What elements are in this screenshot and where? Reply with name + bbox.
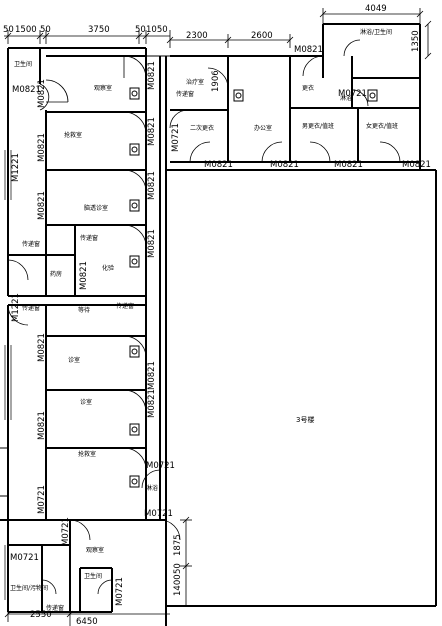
door-code: 1906 bbox=[211, 70, 221, 92]
door-code: M0821 bbox=[147, 171, 157, 200]
room-observation-2: 观察室 bbox=[86, 546, 104, 554]
dim-side-50: 50 bbox=[173, 563, 183, 574]
door-code: M0721 bbox=[10, 553, 39, 563]
room-treatment: 治疗室 bbox=[186, 78, 204, 86]
right-wing-walls bbox=[166, 23, 437, 607]
room-building-3: 3号楼 bbox=[296, 415, 314, 424]
room-female-change: 女更衣/值班 bbox=[366, 122, 398, 130]
room-office: 办公室 bbox=[254, 124, 272, 132]
door-code: M0821 bbox=[270, 160, 299, 170]
room-second-change: 二次更衣 bbox=[190, 124, 214, 132]
room-labels: 卫生间 观察室 抢救室 脑透诊室 传递窗 传递窗 药房 化验 传递窗 等待 传递… bbox=[10, 28, 398, 612]
room-pass-window-2: 传递窗 bbox=[80, 234, 98, 242]
door-code: M0821 bbox=[37, 333, 47, 362]
door-code: M0821 bbox=[147, 361, 157, 390]
door-code: M0821 bbox=[294, 45, 323, 55]
room-shower-wc: 淋浴/卫生间 bbox=[360, 28, 392, 36]
door-codes: M0821 M0821 M0821 M0821 M0821 M0821 M082… bbox=[10, 45, 431, 606]
room-consult-2: 诊室 bbox=[80, 398, 92, 406]
dim-top-2600: 2600 bbox=[251, 31, 273, 41]
room-pharmacy: 药房 bbox=[50, 270, 62, 278]
door-code: M0821 bbox=[12, 85, 41, 95]
door-code: M0821 bbox=[147, 61, 157, 90]
room-wc-dirty: 卫生间/污物间 bbox=[10, 584, 48, 592]
door-code: M0821 bbox=[37, 411, 47, 440]
dim-top-50a: 50 bbox=[3, 25, 14, 35]
dim-top-1500: 1500 bbox=[15, 25, 37, 35]
door-code: M0721 bbox=[61, 517, 71, 546]
door-code: M0821 bbox=[334, 160, 363, 170]
door-code: M0821 bbox=[147, 389, 157, 418]
dim-side-1875: 1875 bbox=[173, 534, 183, 556]
door-code: M0721 bbox=[37, 485, 47, 514]
room-rescue-1: 抢救室 bbox=[64, 131, 82, 139]
dim-top-50c: 50 bbox=[135, 25, 146, 35]
sink-fixtures bbox=[129, 87, 378, 488]
dim-top-4049: 4049 bbox=[365, 4, 387, 14]
room-pass-window-6: 传递窗 bbox=[176, 90, 194, 98]
door-code: M0721 bbox=[338, 89, 367, 99]
room-wc-2: 卫生间 bbox=[84, 572, 102, 580]
room-neuro: 脑透诊室 bbox=[84, 204, 108, 212]
door-code: M0821 bbox=[79, 261, 89, 290]
dim-bottom-6450: 6450 bbox=[76, 617, 98, 626]
door-code: M0821 bbox=[147, 117, 157, 146]
door-code: M0821 bbox=[402, 160, 431, 170]
door-code: M0721 bbox=[146, 461, 175, 471]
left-windows bbox=[4, 150, 12, 600]
bottom-dimensions: 2550 6450 bbox=[4, 608, 170, 626]
room-waiting: 等待 bbox=[78, 306, 90, 314]
room-change: 更衣 bbox=[302, 84, 314, 92]
room-pass-window-5: 传递窗 bbox=[46, 604, 64, 612]
room-pass-window-4: 传递窗 bbox=[116, 302, 134, 310]
top-dimension-chain: 50 1500 50 3750 50 1050 2300 2600 4049 bbox=[3, 4, 424, 48]
door-code: M0821 bbox=[37, 133, 47, 162]
dim-top-50b: 50 bbox=[40, 25, 51, 35]
room-consult-1: 诊室 bbox=[68, 356, 80, 364]
left-wing-walls bbox=[0, 47, 170, 626]
door-code: M0721 bbox=[144, 509, 173, 519]
room-shower-1: 淋浴 bbox=[146, 484, 158, 492]
door-code: M0821 bbox=[204, 160, 233, 170]
side-dimensions: 1350 1875 1400 50 bbox=[173, 20, 432, 606]
door-code: M1221 bbox=[11, 153, 21, 182]
room-pass-window-1: 传递窗 bbox=[22, 240, 40, 248]
room-observation-1: 观察室 bbox=[94, 84, 112, 92]
dim-top-2300: 2300 bbox=[186, 31, 208, 41]
door-code: M0721 bbox=[115, 577, 125, 606]
door-code: M0821 bbox=[147, 229, 157, 258]
door-swings-left bbox=[7, 55, 181, 595]
room-rescue-2: 抢救室 bbox=[78, 450, 96, 458]
dim-side-1400: 1400 bbox=[173, 574, 183, 596]
room-lab: 化验 bbox=[102, 264, 114, 272]
door-code: M0721 bbox=[171, 123, 181, 152]
dim-bottom-2550: 2550 bbox=[30, 610, 52, 620]
room-male-change: 男更衣/值班 bbox=[302, 122, 334, 130]
door-code: M1221 bbox=[11, 293, 21, 322]
dim-top-1050: 1050 bbox=[146, 25, 168, 35]
dim-side-1350: 1350 bbox=[411, 30, 421, 52]
room-wc-small: 卫生间 bbox=[14, 60, 32, 68]
door-swings-right bbox=[169, 39, 401, 163]
dim-top-3750: 3750 bbox=[88, 25, 110, 35]
room-pass-window-3: 传递窗 bbox=[22, 304, 40, 312]
room-shower-2: 淋浴 bbox=[340, 94, 352, 102]
door-code: M0821 bbox=[37, 79, 47, 108]
door-code: M0821 bbox=[37, 191, 47, 220]
